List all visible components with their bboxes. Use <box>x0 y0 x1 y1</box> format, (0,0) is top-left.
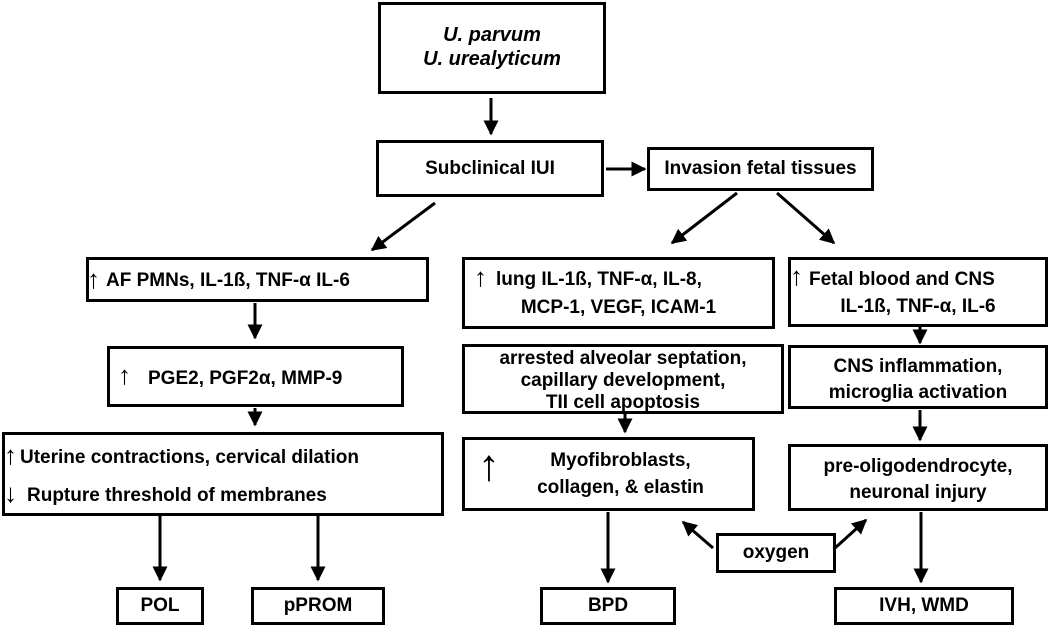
arrow-oxygen-to-mid3 <box>681 520 714 550</box>
cns-inflammation-box <box>788 345 1048 409</box>
subclinical-iui-label: Subclinical IUI <box>425 158 555 179</box>
cns-inflammation-line2: microglia activation <box>828 382 1008 403</box>
source-species-1: U. parvum <box>443 24 541 46</box>
left-uterine-line1: Uterine contractions, cervical dilation <box>20 447 359 468</box>
pprom-box <box>251 587 385 625</box>
fetal-cns-line1: Fetal blood and CNS <box>809 269 995 290</box>
neuronal-injury-box <box>788 444 1048 511</box>
invasion-label: Invasion fetal tissues <box>664 158 857 179</box>
myofibroblast-box <box>462 437 755 511</box>
up-arrow-icon: ↑ <box>87 264 100 294</box>
lung-cytokines-box <box>462 257 775 329</box>
left-uterine-line2: Rupture threshold of membranes <box>27 485 327 506</box>
down-arrow-icon: ↓ <box>4 478 17 508</box>
bpd-box <box>540 587 676 625</box>
source-box <box>378 2 606 94</box>
pprom-label: pPROM <box>283 595 353 616</box>
left-uterine-box <box>2 432 444 516</box>
fetal-cns-box <box>788 257 1048 327</box>
alveolar-line3: TII cell apoptosis <box>545 392 701 413</box>
up-arrow-icon: ↑ <box>4 440 17 470</box>
left-prostaglandins-box <box>107 346 404 407</box>
up-arrow-icon: ↑ <box>478 441 500 490</box>
left-cytokines-text: AF PMNs, IL-1ß, TNF-α IL-6 <box>106 270 350 291</box>
alveolar-line1: arrested alveolar septation, <box>499 348 747 369</box>
oxygen-label: oxygen <box>742 542 810 563</box>
arrow-invasion-to-right <box>776 191 836 245</box>
myofibroblast-line1: Myofibroblasts, <box>550 450 691 471</box>
alveolar-line2: capillary development, <box>520 370 726 391</box>
ivh-wmd-box <box>834 587 1014 625</box>
oxygen-box <box>716 533 836 573</box>
subclinical-iui-box <box>376 140 604 197</box>
arrow-iui-to-left <box>370 201 436 252</box>
left-cytokines-box <box>86 257 429 302</box>
arrow-oxygen-to-right3 <box>833 518 868 550</box>
neuronal-injury-line1: pre-oligodendrocyte, <box>823 456 1013 477</box>
alveolar-box <box>462 344 784 414</box>
up-arrow-icon: ↑ <box>790 261 803 291</box>
pol-label: POL <box>140 595 180 616</box>
neuronal-injury-line2: neuronal injury <box>849 482 987 503</box>
up-arrow-icon: ↑ <box>474 262 487 292</box>
source-species-2: U. urealyticum <box>423 48 561 70</box>
up-arrow-icon: ↑ <box>118 360 131 390</box>
pol-box <box>116 587 204 625</box>
arrow-invasion-to-middle <box>670 191 738 245</box>
bpd-label: BPD <box>587 595 629 616</box>
invasion-box <box>647 147 874 191</box>
left-prostaglandins-text: PGE2, PGF2α, MMP-9 <box>148 368 343 389</box>
cns-inflammation-line1: CNS inflammation, <box>833 356 1003 377</box>
lung-cytokines-line2: MCP-1, VEGF, ICAM-1 <box>520 297 717 318</box>
myofibroblast-line2: collagen, & elastin <box>537 477 704 498</box>
ivh-wmd-label: IVH, WMD <box>879 595 969 616</box>
lung-cytokines-line1: lung IL-1ß, TNF-α, IL-8, <box>496 269 702 290</box>
fetal-cns-line2: IL-1ß, TNF-α, IL-6 <box>840 296 996 317</box>
